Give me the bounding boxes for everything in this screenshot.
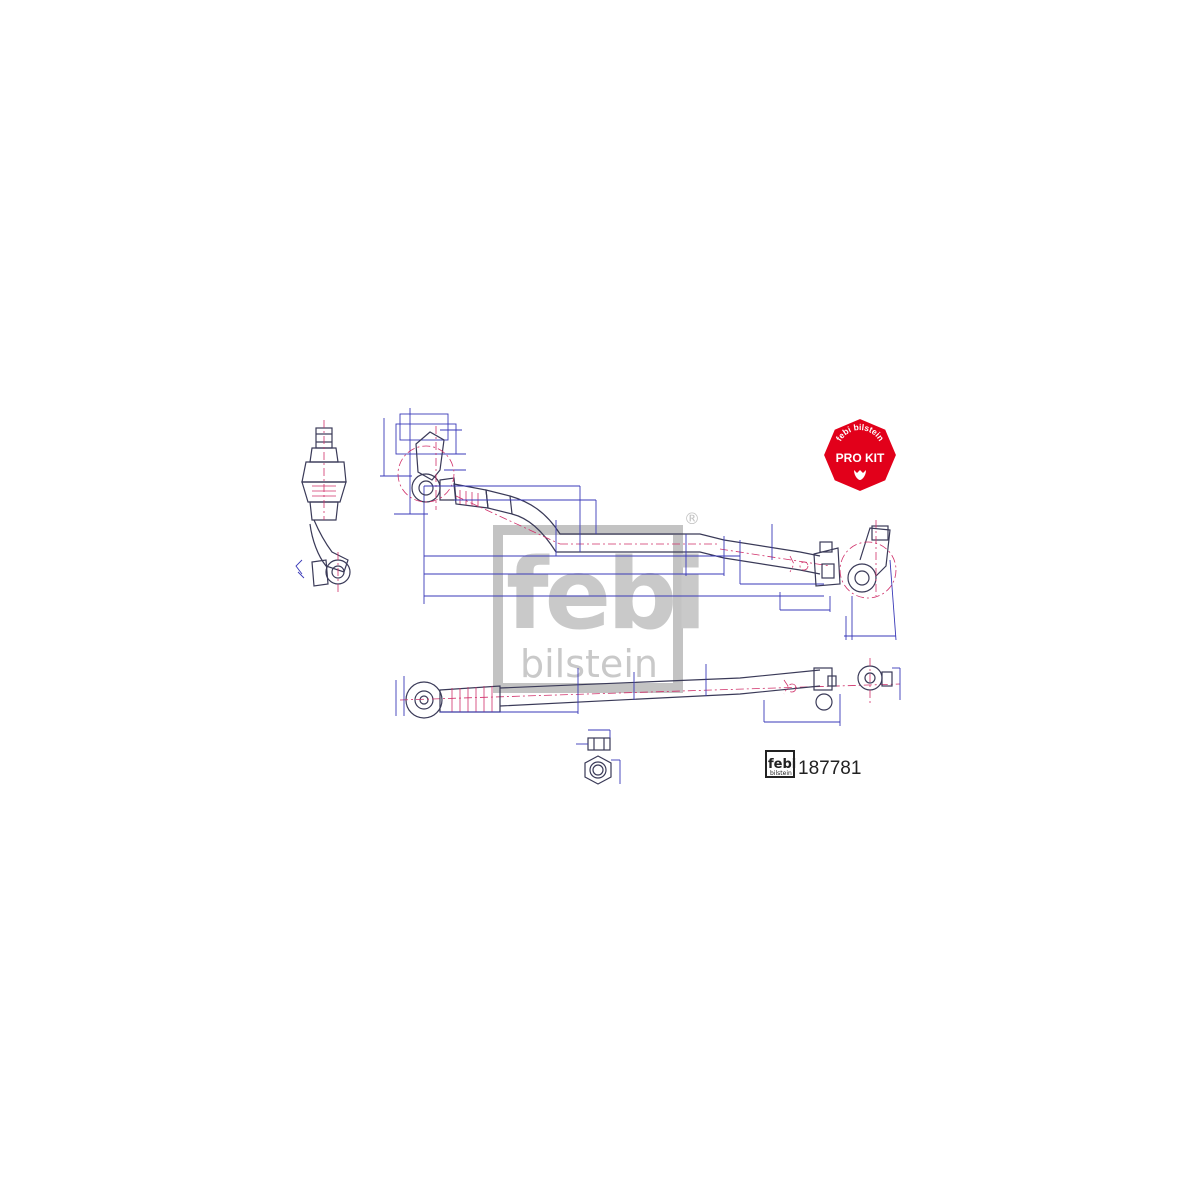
side-view-tie-rod-end (295, 420, 351, 592)
top-view-dimension-lines (424, 485, 824, 597)
top-view-left-dimensions (380, 408, 466, 604)
watermark-registered: ® (684, 509, 700, 528)
watermark-bilstein: bilstein (520, 642, 658, 686)
svg-text:bilstein: bilstein (770, 770, 792, 777)
front-view-tube (440, 664, 821, 714)
prokit-label: PRO KIT (836, 451, 885, 465)
watermark-febi: febi (506, 538, 703, 652)
prokit-badge: febi bilstein PRO KIT (821, 416, 899, 494)
top-view-right-joint (779, 520, 897, 641)
front-view-right-clamp (783, 667, 837, 711)
front-view-drag-link (395, 658, 901, 726)
front-view-left-sleeve (439, 685, 501, 713)
small-febi-logo: febi bilstein (765, 750, 796, 778)
nut-detail (576, 729, 621, 785)
part-number: 187781 (798, 758, 861, 779)
front-view-right-joint (763, 658, 901, 726)
svg-text:febi: febi (768, 757, 796, 772)
top-view-drag-link (380, 408, 897, 641)
watermark-logo: febi bilstein ® (493, 509, 707, 693)
top-view-right-clamp (789, 541, 841, 587)
wrench-icon (854, 470, 866, 480)
top-view-left-joint (397, 426, 457, 510)
